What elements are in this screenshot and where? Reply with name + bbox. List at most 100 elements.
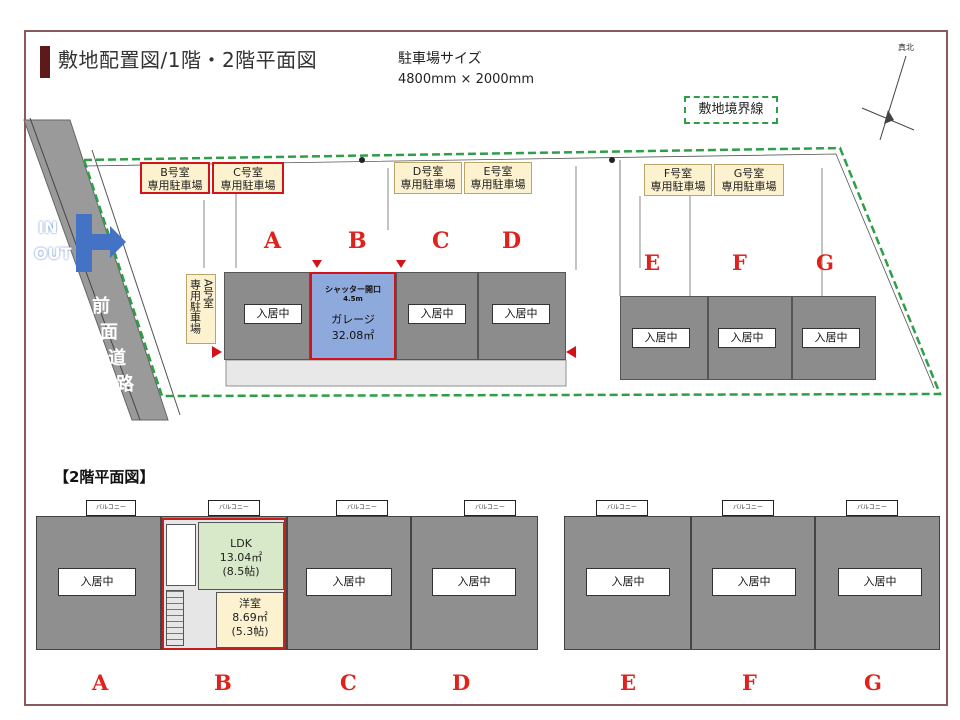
parking-e: E号室 専用駐車場 [464,162,532,194]
unit-letter-c: C [432,228,450,254]
unit-divider [410,516,412,650]
marker-triangle [396,260,406,268]
balcony-a: バルコニー [86,500,136,516]
status-d-1f: 入居中 [492,304,550,324]
parking-e-room: E号室 [483,165,513,178]
parking-f-label: 専用駐車場 [650,180,706,193]
garage-area: 32.08㎡ [331,329,375,342]
status-f-1f: 入居中 [718,328,776,348]
parking-g: G号室 専用駐車場 [714,164,784,196]
status-g-1f: 入居中 [802,328,860,348]
balcony-g: バルコニー [846,500,898,516]
garage-b: シャッター開口 4.5m ガレージ 32.08㎡ [310,272,396,360]
status-c-1f: 入居中 [408,304,466,324]
western-room-label: 洋室 [239,597,261,610]
status-d-2f: 入居中 [432,568,516,596]
road-char: 路 [116,374,134,395]
parking-d-room: D号室 [412,165,444,178]
bottom-letter-d: D [452,670,471,695]
page-frame [24,30,948,706]
parking-c: C号室 専用駐車場 [212,162,284,194]
status-f-2f: 入居中 [712,568,796,596]
front-road [23,119,169,421]
parking-a-room: A号室 [201,279,215,309]
status-c-2f: 入居中 [306,568,392,596]
north-arrow-icon [861,55,915,141]
title-accent-bar [40,46,50,78]
parking-e-label: 専用駐車場 [470,178,526,191]
road-char: 前 [92,296,110,317]
utility-pole [359,157,365,163]
site-boundary [82,146,942,398]
western-room-tatami: (5.3帖) [231,625,269,638]
parking-b-room: B号室 [160,166,190,179]
road-char: 面 [100,322,118,343]
parking-a: 専用駐車場 A号室 [186,274,216,344]
bottom-letter-f: F [742,670,757,695]
balcony-e: バルコニー [596,500,648,516]
western-room-area: 8.69㎡ [232,611,268,624]
north-label: 真北 [898,43,914,52]
boundary-legend: 敷地境界線 [684,96,778,124]
marker-triangle [312,260,322,268]
bottom-letter-c: C [340,670,357,695]
unit-letter-d: D [502,228,522,254]
parking-g-label: 専用駐車場 [721,180,777,193]
marker-triangle [566,346,576,358]
western-room: 洋室 8.69㎡ (5.3帖) [216,592,284,648]
bottom-letter-e: E [620,670,637,695]
status-g-2f: 入居中 [838,568,922,596]
road-edge-line [91,149,181,416]
balcony-c: バルコニー [336,500,388,516]
status-a-2f: 入居中 [58,568,136,596]
ldk-area: 13.04㎡ [219,551,263,564]
unit-b-stairs [166,590,184,646]
balcony-f: バルコニー [722,500,774,516]
parking-c-room: C号室 [233,166,263,179]
ldk-tatami: (8.5帖) [222,565,260,578]
unit-letter-b: B [348,228,367,254]
entrance-in-label: IN [38,218,58,237]
parking-g-room: G号室 [733,167,765,180]
parking-size-value: 4800mm × 2000mm [398,72,534,87]
unit-letter-f: F [732,250,747,275]
balcony-b: バルコニー [208,500,260,516]
status-e-1f: 入居中 [632,328,690,348]
entrance-out-label: OUT [34,244,72,263]
parking-c-label: 専用駐車場 [220,179,276,192]
unit-letter-e: E [644,250,661,275]
unit-letter-g: G [816,250,834,275]
ldk-room: LDK 13.04㎡ (8.5帖) [198,522,284,590]
parking-d-label: 専用駐車場 [400,178,456,191]
parking-a-label: 専用駐車場 [188,279,202,334]
unit-divider [814,516,816,650]
marker-triangle [212,346,222,358]
unit-divider [690,516,692,650]
unit-divider [160,516,162,650]
road-char: 道 [108,348,126,369]
unit-letter-a: A [264,228,282,254]
parking-size-label: 駐車場サイズ [398,51,482,67]
parking-b-label: 専用駐車場 [147,179,203,192]
bottom-letter-b: B [214,670,232,695]
site-inner-line [83,153,935,389]
status-e-2f: 入居中 [586,568,670,596]
bottom-letter-a: A [92,670,109,695]
ldk-label: LDK [230,537,252,550]
unit-divider [286,516,288,650]
parking-b: B号室 専用駐車場 [140,162,210,194]
parking-f-room: F号室 [663,167,693,180]
unit-b-wet-area [166,524,196,586]
section-2f-title: 【2階平面図】 [54,468,155,486]
in-out-arrow-icon [76,214,126,272]
status-a-1f: 入居中 [244,304,302,324]
garage-shutter-width: 4.5m [343,295,363,303]
driveway [225,359,567,387]
page-title: 敷地配置図/1階・2階平面図 [58,48,318,72]
parking-d: D号室 専用駐車場 [394,162,462,194]
parking-f: F号室 専用駐車場 [644,164,712,196]
utility-pole [609,157,615,163]
garage-label: ガレージ [331,313,375,326]
balcony-d: バルコニー [464,500,516,516]
